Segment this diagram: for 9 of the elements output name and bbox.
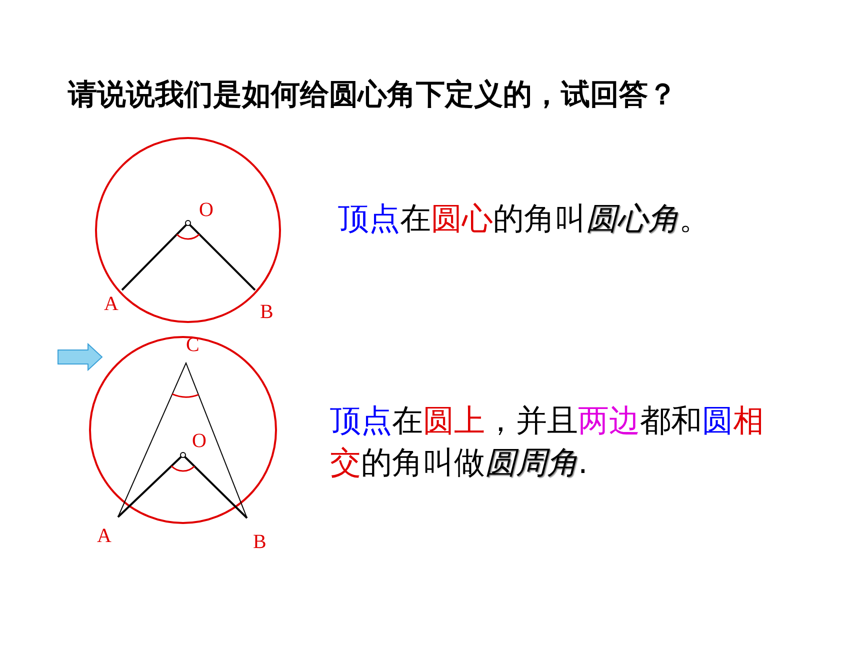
question-heading: 请说说我们是如何给圆心角下定义的，试回答？ — [68, 80, 677, 109]
point-label: B — [253, 532, 266, 552]
point-label: O — [199, 200, 214, 220]
point-label: A — [104, 294, 118, 314]
point-label: B — [260, 302, 274, 322]
definition-text: 顶点在圆心的角叫圆心角。 — [338, 200, 711, 239]
point-label: A — [97, 526, 112, 546]
point-label: O — [192, 431, 206, 451]
definition-text: 顶点在圆上，并且两边都和圆相交的角叫做圆周角. — [330, 402, 765, 483]
